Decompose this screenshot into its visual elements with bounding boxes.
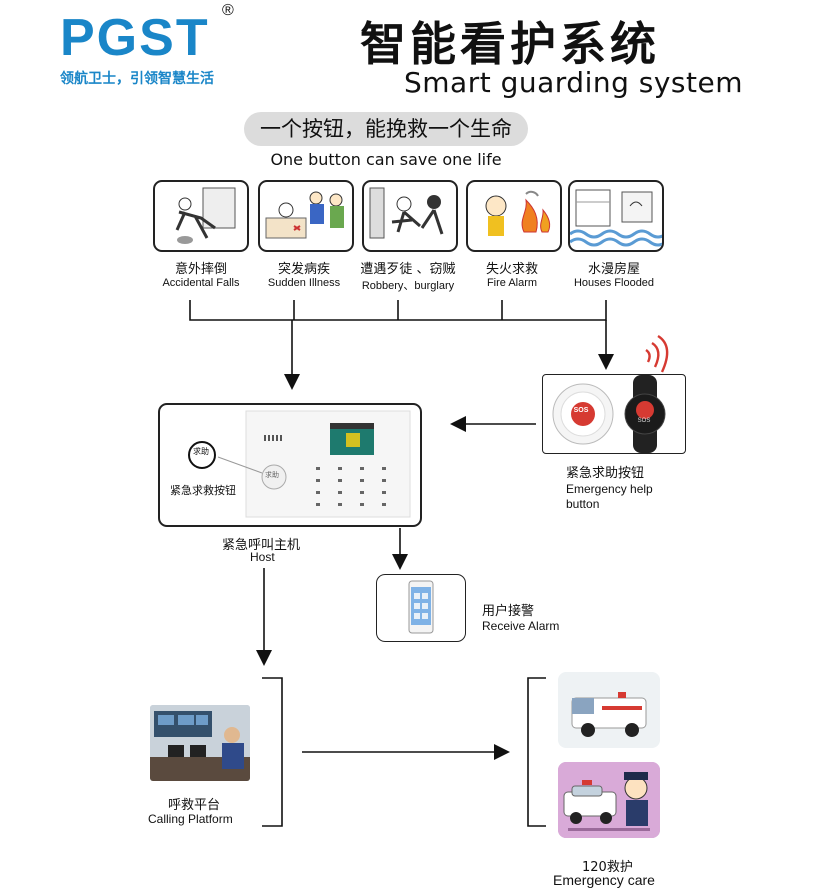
scenario-label-en-1: Sudden Illness — [267, 277, 341, 289]
scenario-label-en-4: Houses Flooded — [573, 277, 655, 289]
smartphone-icon — [408, 580, 434, 634]
page-title-cn: 智能看护系统 — [360, 17, 660, 71]
watch-sos-text: SOS — [637, 418, 651, 424]
police-car-icon — [558, 762, 660, 838]
emergency-button-card — [542, 374, 686, 454]
emergency-button-label-en-2: button — [566, 497, 600, 511]
calling-platform-label-en: Calling Platform — [148, 812, 233, 826]
tagline-pill: 一个按钮，能挽救一个生命 — [244, 112, 528, 146]
host-help-circle-text: 求助 — [193, 447, 209, 456]
brand-slogan: 领航卫士，引领智慧生活 — [60, 71, 214, 87]
scenario-card-robbery — [362, 180, 458, 252]
robbery-illustration-icon — [369, 187, 444, 239]
host-label-en: Host — [250, 550, 275, 564]
scenario-card-flood — [568, 180, 664, 252]
scenario-label-cn-4: 水漫房屋 — [587, 262, 640, 277]
illness-illustration-icon — [265, 191, 344, 239]
scenario-card-illness — [258, 180, 354, 252]
fire-illustration-icon — [485, 190, 551, 236]
registered-mark: ® — [222, 2, 234, 19]
sos-button-text: SOS — [573, 407, 589, 414]
brand-logo: PGST — [60, 9, 210, 67]
emergency-button-label-en-1: Emergency help — [566, 482, 653, 496]
call-center-icon — [150, 705, 250, 781]
receive-alarm-label-en: Receive Alarm — [482, 619, 560, 633]
ambulance-photo — [558, 672, 660, 748]
emergency-button-label-cn: 紧急求助按钮 — [566, 466, 645, 481]
flood-illustration-icon — [570, 189, 662, 247]
wireless-signal-icon — [645, 334, 669, 373]
scenario-label-cn-3: 失火求救 — [485, 262, 538, 277]
host-help-button-label: 紧急求救按钮 — [170, 484, 236, 497]
tagline-en: One button can save one life — [270, 150, 502, 169]
scenario-card-fall — [153, 180, 249, 252]
scenario-label-en-3: Fire Alarm — [486, 277, 538, 289]
host-panel-icon — [188, 410, 411, 518]
receive-alarm-card — [376, 574, 466, 642]
scenario-label-en-2: Robbery、burglary — [361, 280, 455, 292]
page-title-en: Smart guarding system — [404, 66, 743, 99]
calling-platform-label-cn: 呼救平台 — [168, 798, 221, 813]
scenario-label-cn-1: 突发病疾 — [277, 262, 330, 277]
receive-alarm-label-cn: 用户接警 — [482, 604, 535, 619]
host-panel-button-text: 求助 — [265, 471, 279, 479]
scenario-label-cn-2: 遭遇歹徒 、窃贼 — [360, 262, 456, 277]
fall-illustration-icon — [175, 187, 236, 244]
police-photo — [558, 762, 660, 838]
ambulance-icon — [571, 692, 647, 737]
host-label-cn: 紧急呼叫主机 — [222, 538, 301, 553]
emergency-care-label-en: Emergency care — [553, 872, 655, 888]
sos-devices-icon — [552, 375, 666, 453]
scenario-card-fire — [466, 180, 562, 252]
scenario-label-cn-0: 意外摔倒 — [174, 262, 227, 277]
scenario-label-en-0: Accidental Falls — [162, 277, 240, 289]
calling-platform-photo — [150, 705, 250, 781]
emergency-care-label-cn: 120救护 — [582, 860, 633, 875]
host-card — [158, 403, 422, 527]
